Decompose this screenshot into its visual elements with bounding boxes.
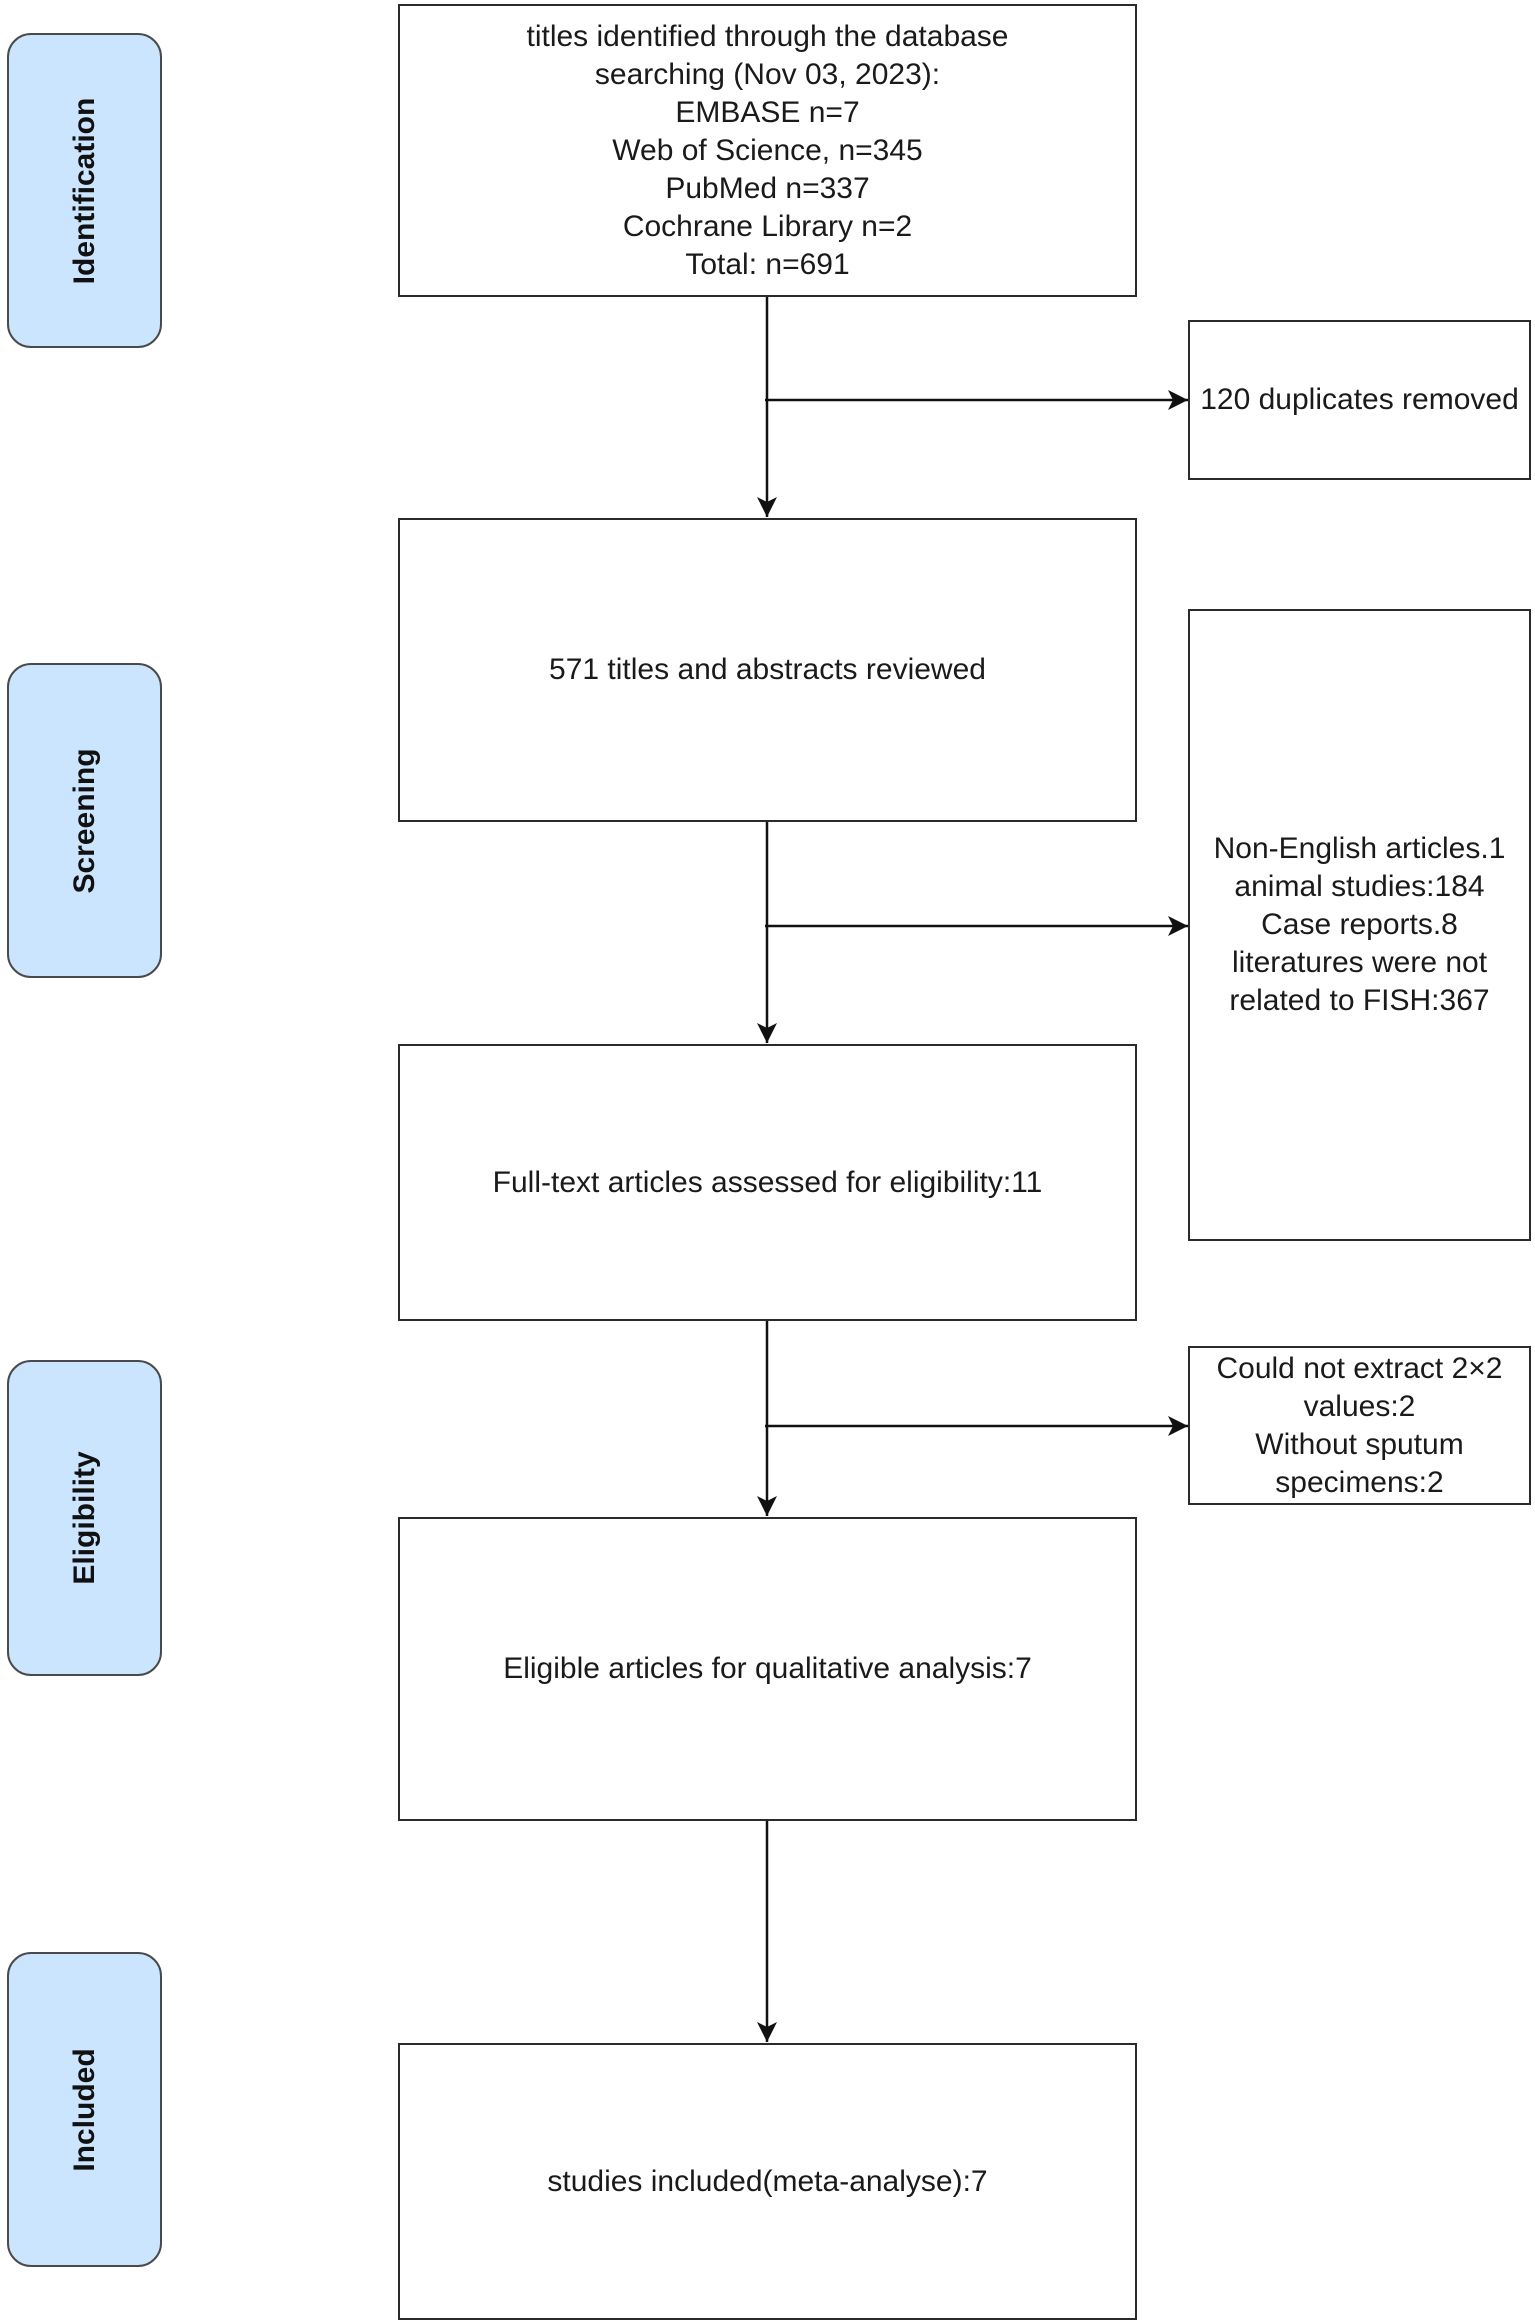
screened-line: 571 titles and abstracts reviewed xyxy=(549,653,986,686)
identified-line: Cochrane Library n=2 xyxy=(622,209,913,243)
excluded-screening-line: literatures were not xyxy=(1231,946,1488,979)
eligible-line: Eligible articles for qualitative analys… xyxy=(503,1652,1032,1685)
stage-tab-included: Included xyxy=(7,1952,162,2267)
excluded-fulltext-line: values:2 xyxy=(1303,1389,1416,1423)
stage-tab-screening: Screening xyxy=(7,663,162,978)
box-fulltext: Full-text articles assessed for eligibil… xyxy=(398,1044,1137,1321)
identified-line: Web of Science, n=345 xyxy=(612,133,923,167)
excluded-fulltext-line: Could not extract 2×2 xyxy=(1216,1351,1503,1385)
box-eligible: Eligible articles for qualitative analys… xyxy=(398,1517,1137,1821)
box-excluded-screening: Non-English articles.1 animal studies:18… xyxy=(1188,609,1531,1241)
identified-line: PubMed n=337 xyxy=(665,171,870,205)
box-excluded-fulltext: Could not extract 2×2 values:2 Without s… xyxy=(1188,1346,1531,1505)
excluded-screening-line: animal studies:184 xyxy=(1234,870,1485,903)
stage-tab-identification: Identification xyxy=(7,33,162,348)
included-line: studies included(meta-analyse):7 xyxy=(547,2164,988,2198)
box-included: studies included(meta-analyse):7 xyxy=(398,2043,1137,2320)
fulltext-line: Full-text articles assessed for eligibil… xyxy=(492,1165,1043,1199)
excluded-screening-line: Case reports.8 xyxy=(1261,908,1458,941)
stage-tab-eligibility: Eligibility xyxy=(7,1360,162,1676)
excluded-screening-line: related to FISH:367 xyxy=(1229,984,1490,1017)
excluded-fulltext-line: specimens:2 xyxy=(1275,1465,1444,1499)
identified-line: Total: n=691 xyxy=(685,247,850,281)
duplicates-line: 120 duplicates removed xyxy=(1200,383,1519,416)
excluded-fulltext-line: Without sputum xyxy=(1255,1427,1464,1461)
identified-line: EMBASE n=7 xyxy=(675,95,860,129)
box-identified: titles identified through the database s… xyxy=(398,4,1137,297)
box-duplicates: 120 duplicates removed xyxy=(1188,320,1531,480)
box-screened: 571 titles and abstracts reviewed xyxy=(398,518,1137,822)
excluded-screening-line: Non-English articles.1 xyxy=(1213,832,1506,865)
identified-line: titles identified through the database xyxy=(526,19,1009,53)
identified-line: searching (Nov 03, 2023): xyxy=(594,57,941,91)
